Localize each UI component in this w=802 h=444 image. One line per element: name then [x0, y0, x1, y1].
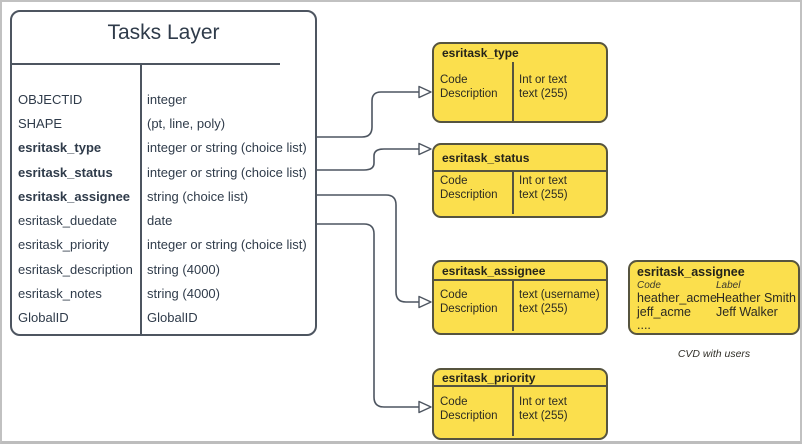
connector-esritask-status: [315, 148, 419, 171]
description-type: text (255): [519, 302, 568, 315]
field-type: GlobalID: [147, 310, 198, 326]
domain-box-esritask-type: esritask_type Code Description Int or te…: [432, 42, 608, 123]
field-type: string (4000): [147, 286, 220, 302]
field-type: (pt, line, poly): [147, 115, 226, 131]
connector-esritask-priority: [315, 223, 419, 408]
field-type: string (4000): [147, 261, 220, 277]
domain-code-description-cell: Code Description: [434, 62, 514, 121]
field-type: integer or string (choice list): [147, 237, 307, 253]
code-type: Int or text: [519, 396, 567, 408]
domain-box-title: esritask_type: [442, 46, 519, 60]
field-row-esritask-description: esritask_description string (4000): [12, 257, 315, 281]
domain-code-description-cell: Code Description: [434, 281, 514, 331]
field-type: integer or string (choice list): [147, 164, 307, 180]
arrowhead-esritask-status-icon: [418, 142, 432, 156]
cvd-code-header: Code: [637, 280, 661, 291]
tasks-layer-title: Tasks Layer: [107, 21, 220, 44]
domain-box-body: Code Description Int or text text (255): [434, 172, 606, 214]
field-row-shape: SHAPE (pt, line, poly): [12, 111, 315, 135]
description-label: Description: [440, 188, 498, 201]
code-type: text (username): [519, 289, 600, 301]
column-divider: [140, 63, 142, 334]
cvd-row: ....: [637, 318, 798, 333]
field-name: esritask_assignee: [18, 188, 131, 204]
domain-box-body: Code Description text (username) text (2…: [434, 281, 606, 331]
cvd-box-esritask-assignee: esritask_assignee Code Label heather_acm…: [628, 260, 800, 335]
arrowhead-esritask-type-icon: [418, 85, 432, 99]
field-name: OBJECTID: [18, 91, 83, 107]
domain-box-esritask-assignee: esritask_assignee Code Description text …: [432, 260, 608, 335]
domain-box-body: Code Description Int or text text (255): [434, 62, 606, 121]
field-type: integer or string (choice list): [147, 140, 307, 156]
domain-box-esritask-status: esritask_status Code Description Int or …: [432, 143, 608, 218]
arrowhead-esritask-priority-icon: [418, 400, 432, 414]
code-label: Code: [440, 289, 468, 301]
field-row-globalid: GlobalID GlobalID: [12, 306, 315, 330]
cvd-label-value: [716, 319, 798, 333]
field-name: esritask_notes: [18, 286, 102, 302]
code-label: Code: [440, 175, 468, 187]
field-row-objectid: OBJECTID integer: [12, 87, 315, 111]
cvd-caption: CVD with users: [677, 348, 751, 360]
field-row-esritask-status: esritask_status integer or string (choic…: [12, 160, 315, 184]
cvd-label-header: Label: [716, 280, 741, 291]
cvd-label-value: Jeff Walker: [716, 304, 778, 319]
cvd-code-value: jeff_acme: [637, 304, 691, 319]
field-name: esritask_description: [18, 261, 133, 277]
cvd-code-value: ....: [637, 318, 651, 332]
domain-code-description-cell: Code Description: [434, 172, 514, 214]
description-label: Description: [440, 409, 498, 422]
domain-types-cell: text (username) text (255): [514, 281, 606, 331]
domain-box-esritask-priority: esritask_priority Code Description Int o…: [432, 368, 608, 440]
description-type: text (255): [519, 87, 568, 100]
field-name: esritask_type: [18, 140, 102, 156]
field-name: SHAPE: [18, 115, 63, 131]
field-row-esritask-type: esritask_type integer or string (choice …: [12, 136, 315, 160]
title-underline: [10, 63, 280, 65]
cvd-row: jeff_acme Jeff Walker: [637, 304, 798, 320]
domain-box-body: Code Description Int or text text (255): [434, 387, 606, 436]
description-label: Description: [440, 302, 498, 315]
field-name: esritask_status: [18, 164, 113, 180]
field-row-esritask-notes: esritask_notes string (4000): [12, 281, 315, 305]
code-label: Code: [440, 396, 468, 408]
domain-code-description-cell: Code Description: [434, 387, 514, 436]
description-type: text (255): [519, 188, 568, 201]
field-list: OBJECTID integer SHAPE (pt, line, poly) …: [12, 87, 315, 330]
domain-types-cell: Int or text text (255): [514, 387, 606, 436]
field-name: GlobalID: [18, 310, 69, 326]
field-name: esritask_duedate: [18, 213, 118, 229]
domain-types-cell: Int or text text (255): [514, 172, 606, 214]
domain-box-title: esritask_status: [434, 145, 606, 172]
field-row-esritask-assignee: esritask_assignee string (choice list): [12, 184, 315, 208]
code-type: Int or text: [519, 175, 567, 187]
code-type: Int or text: [519, 74, 567, 86]
cvd-row: heather_acme Heather Smith: [637, 291, 798, 306]
connector-esritask-assignee: [315, 194, 419, 303]
description-type: text (255): [519, 409, 568, 422]
cvd-column-headers: Code Label: [637, 280, 798, 292]
cvd-label-value: Heather Smith: [716, 291, 796, 305]
connector-esritask-type: [315, 91, 419, 138]
field-row-esritask-priority: esritask_priority integer or string (cho…: [12, 233, 315, 257]
domain-box-title: esritask_priority: [434, 370, 606, 387]
description-label: Description: [440, 87, 498, 100]
tasks-layer-table: Tasks Layer OBJECTID integer SHAPE (pt, …: [10, 10, 317, 336]
code-label: Code: [440, 74, 468, 86]
field-type: integer: [147, 91, 187, 107]
cvd-code-value: heather_acme: [637, 291, 717, 305]
domain-box-title: esritask_assignee: [434, 262, 606, 281]
cvd-box-title: esritask_assignee: [637, 265, 745, 279]
field-name: esritask_priority: [18, 237, 110, 253]
field-type: date: [147, 213, 173, 229]
field-row-esritask-duedate: esritask_duedate date: [12, 208, 315, 232]
domain-types-cell: Int or text text (255): [514, 62, 606, 121]
arrowhead-esritask-assignee-icon: [418, 295, 432, 309]
field-type: string (choice list): [147, 188, 249, 204]
